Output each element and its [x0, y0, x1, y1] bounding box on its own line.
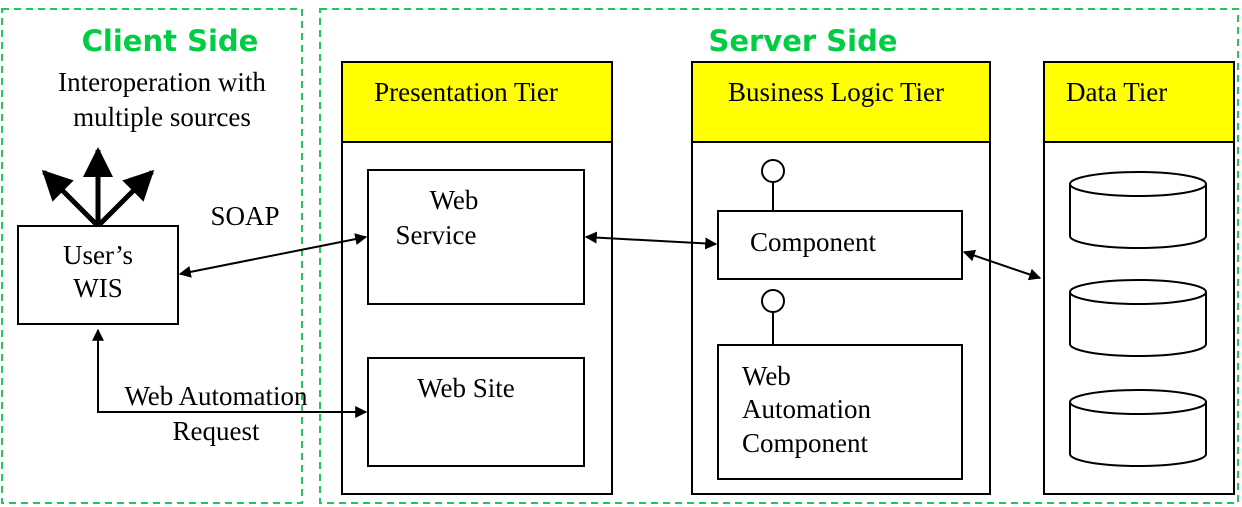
users-wis-box — [17, 225, 179, 325]
web-service-box — [367, 169, 585, 305]
soap-label: SOAP — [210, 201, 279, 231]
component-label: Component — [750, 227, 876, 257]
component-box — [717, 210, 963, 280]
web-automation-connector-arrow — [92, 328, 368, 418]
wac-line3: Component — [742, 428, 868, 458]
web-automation-component-box — [717, 344, 963, 480]
presentation-tier-header — [341, 61, 613, 143]
web-site-label: Web Site — [417, 373, 515, 403]
users-wis-line1: User’s — [63, 240, 133, 270]
soap-connector-arrow — [178, 233, 368, 278]
business-logic-tier-header — [691, 61, 991, 143]
users-wis-line2: WIS — [73, 273, 123, 303]
web-site-box — [367, 357, 585, 467]
wac-line1: Web — [742, 361, 791, 391]
web-automation-request-line1: Web Automation — [124, 381, 308, 411]
business-logic-tier-title: Business Logic Tier — [728, 77, 944, 107]
database-icon-1 — [1069, 171, 1207, 249]
fan-arrow-left — [41, 169, 98, 226]
interop-text-line1: Interoperation with — [58, 67, 266, 97]
wac-interface-icon — [761, 289, 785, 313]
component-data-arrow — [962, 249, 1042, 281]
web-service-line2: Service — [396, 220, 477, 250]
database-icon-2 — [1069, 279, 1207, 357]
web-service-line1: Web — [430, 185, 479, 215]
component-interface-icon — [761, 159, 785, 183]
presentation-tier-title: Presentation Tier — [374, 77, 558, 107]
data-tier-header — [1043, 61, 1235, 143]
fan-arrow-right — [98, 169, 155, 226]
server-side-region — [319, 8, 1239, 504]
client-side-title: Client Side — [82, 24, 259, 58]
service-component-arrow — [584, 231, 718, 250]
web-automation-request-line2: Request — [173, 416, 260, 446]
interop-text-line2: multiple sources — [73, 102, 251, 132]
data-tier-title: Data Tier — [1066, 77, 1167, 107]
wac-line2: Automation — [742, 394, 871, 424]
server-side-title: Server Side — [708, 24, 897, 58]
database-icon-3 — [1069, 389, 1207, 467]
